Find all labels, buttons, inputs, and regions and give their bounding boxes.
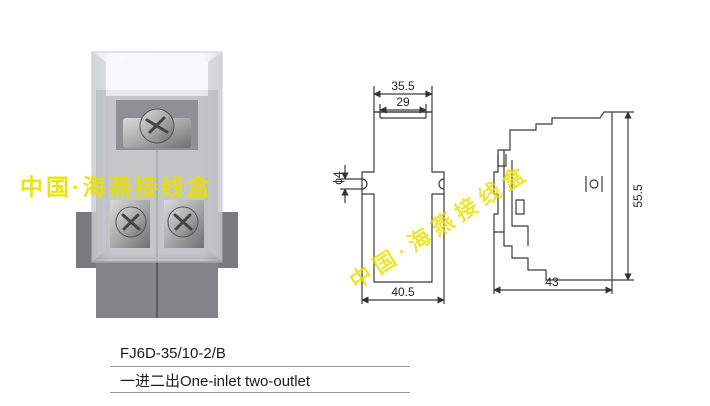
dim-top-width: 35.5 [391,79,415,93]
dim-hole: ϕ4 [331,171,345,185]
side-view-labels: 43 55.5 [545,184,645,289]
dim-inner-width: 29 [396,95,410,109]
front-view-labels: 35.5 29 40.5 ϕ4 [331,79,415,299]
dim-bottom-width: 40.5 [391,285,415,299]
side-view-drawing [493,111,634,294]
model-number: FJ6D-35/10-2/B [120,345,226,362]
dim-side-height: 55.5 [631,184,645,208]
watermark-left: 中国·海燕接线盒 [20,174,213,200]
terminal-block-photo [76,51,238,318]
dim-side-width: 43 [545,275,559,289]
caption-divider-top [110,366,410,367]
front-view-drawing [340,86,445,304]
product-description: 一进二出One-inlet two-outlet [120,373,311,390]
caption-divider-bottom [110,392,410,393]
